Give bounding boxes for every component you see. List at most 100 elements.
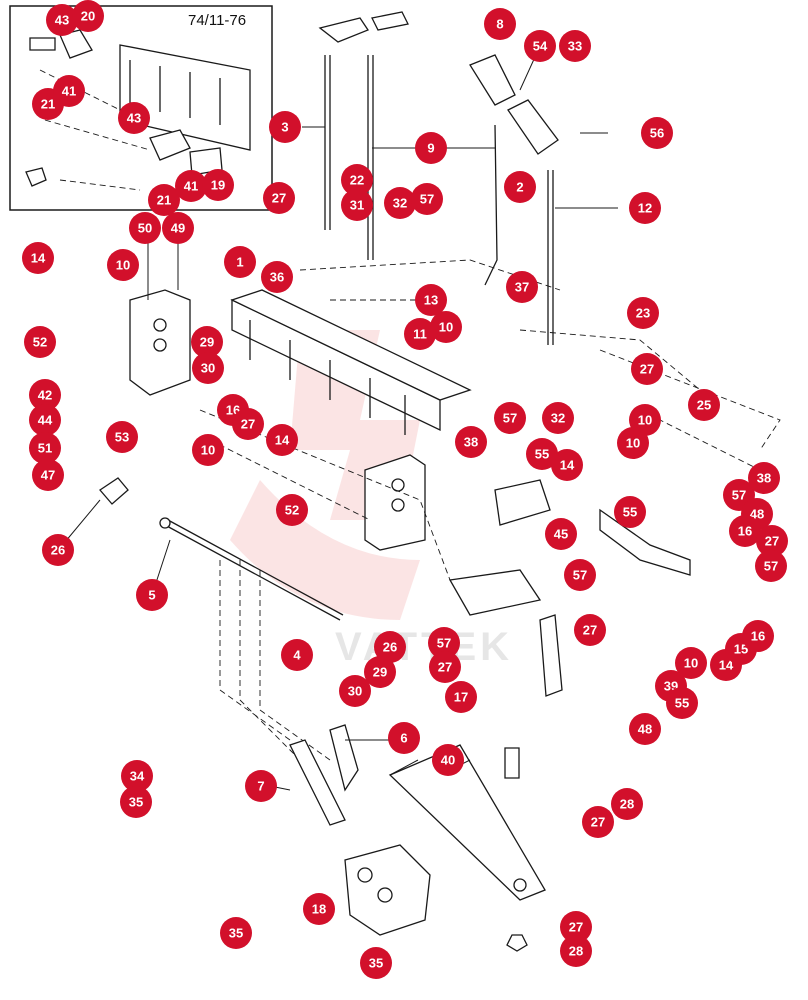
callout-52: 52	[24, 326, 56, 358]
callout-number: 10	[684, 656, 698, 671]
callout-16: 16	[729, 515, 761, 547]
callout-57: 57	[755, 550, 787, 582]
callout-number: 57	[437, 636, 451, 651]
callout-number: 44	[38, 413, 53, 428]
callout-37: 37	[506, 271, 538, 303]
callout-marker	[220, 917, 252, 949]
callout-number: 17	[454, 690, 468, 705]
callout-27: 27	[560, 911, 592, 943]
callout-marker	[629, 192, 661, 224]
callout-number: 54	[533, 39, 548, 54]
callout-marker	[191, 326, 223, 358]
callout-27: 27	[574, 614, 606, 646]
callout-marker	[560, 935, 592, 967]
callout-number: 45	[554, 527, 568, 542]
callout-number: 38	[464, 435, 478, 450]
callout-22: 22	[341, 164, 373, 196]
callout-number: 35	[369, 956, 383, 971]
callout-marker	[129, 212, 161, 244]
callout-30: 30	[339, 675, 371, 707]
callout-number: 41	[184, 179, 198, 194]
callout-marker	[22, 242, 54, 274]
callout-number: 25	[697, 398, 711, 413]
callout-11: 11	[404, 318, 436, 350]
callout-27: 27	[582, 806, 614, 838]
callout-43: 43	[46, 4, 78, 36]
callout-27: 27	[263, 182, 295, 214]
callout-marker	[729, 515, 761, 547]
callout-number: 2	[516, 180, 523, 195]
callout-marker	[29, 379, 61, 411]
callout-number: 22	[350, 173, 364, 188]
callout-marker	[611, 788, 643, 820]
callout-marker	[46, 4, 78, 36]
callout-28: 28	[560, 935, 592, 967]
callout-marker	[224, 246, 256, 278]
callout-number: 52	[285, 503, 299, 518]
callout-27: 27	[631, 353, 663, 385]
callout-number: 10	[626, 436, 640, 451]
callout-number: 35	[229, 926, 243, 941]
callout-marker	[266, 424, 298, 456]
callout-42: 42	[29, 379, 61, 411]
callout-marker	[360, 947, 392, 979]
lower-shaft	[99, 477, 344, 621]
callout-number: 55	[623, 505, 637, 520]
callout-32: 32	[384, 187, 416, 219]
callout-number: 11	[413, 327, 427, 342]
callout-marker	[430, 311, 462, 343]
callout-number: 4	[293, 648, 301, 663]
callout-marker	[415, 284, 447, 316]
callout-number: 31	[350, 198, 364, 213]
callout-marker	[202, 169, 234, 201]
callout-number: 34	[130, 769, 145, 784]
callout-4: 4	[281, 639, 313, 671]
watermark-text: VATTEK	[335, 625, 513, 669]
callout-number: 41	[62, 84, 76, 99]
callout-47: 47	[32, 459, 64, 491]
callout-number: 13	[424, 293, 438, 308]
callout-marker	[388, 722, 420, 754]
callout-57: 57	[494, 402, 526, 434]
callout-55: 55	[666, 687, 698, 719]
callout-number: 5	[148, 588, 155, 603]
callout-20: 20	[72, 0, 104, 32]
callout-marker	[341, 189, 373, 221]
callout-marker	[688, 389, 720, 421]
callout-19: 19	[202, 169, 234, 201]
callout-number: 53	[115, 430, 129, 445]
callout-number: 3	[281, 120, 288, 135]
callout-38: 38	[455, 426, 487, 458]
callout-number: 27	[272, 191, 286, 206]
callout-number: 10	[439, 320, 453, 335]
callout-8: 8	[484, 8, 516, 40]
callout-marker	[494, 402, 526, 434]
callout-number: 37	[515, 280, 529, 295]
callout-6: 6	[388, 722, 420, 754]
callout-number: 16	[751, 629, 765, 644]
callout-marker	[675, 647, 707, 679]
inset-label: 74/11-76	[188, 12, 246, 29]
callout-marker	[281, 639, 313, 671]
callout-marker	[339, 675, 371, 707]
callout-marker	[631, 353, 663, 385]
callout-marker	[192, 352, 224, 384]
callout-29: 29	[364, 656, 396, 688]
callout-marker	[582, 806, 614, 838]
callout-57: 57	[564, 559, 596, 591]
callout-18: 18	[303, 893, 335, 925]
callout-12: 12	[629, 192, 661, 224]
callout-marker	[42, 534, 74, 566]
callout-number: 6	[400, 731, 407, 746]
callout-number: 14	[560, 458, 575, 473]
callout-number: 35	[129, 795, 143, 810]
callout-marker	[748, 462, 780, 494]
callout-number: 48	[638, 722, 652, 737]
callout-number: 19	[211, 178, 225, 193]
callout-marker	[269, 111, 301, 143]
callout-35: 35	[360, 947, 392, 979]
callout-marker	[29, 432, 61, 464]
callout-26: 26	[42, 534, 74, 566]
callout-27: 27	[756, 525, 788, 557]
